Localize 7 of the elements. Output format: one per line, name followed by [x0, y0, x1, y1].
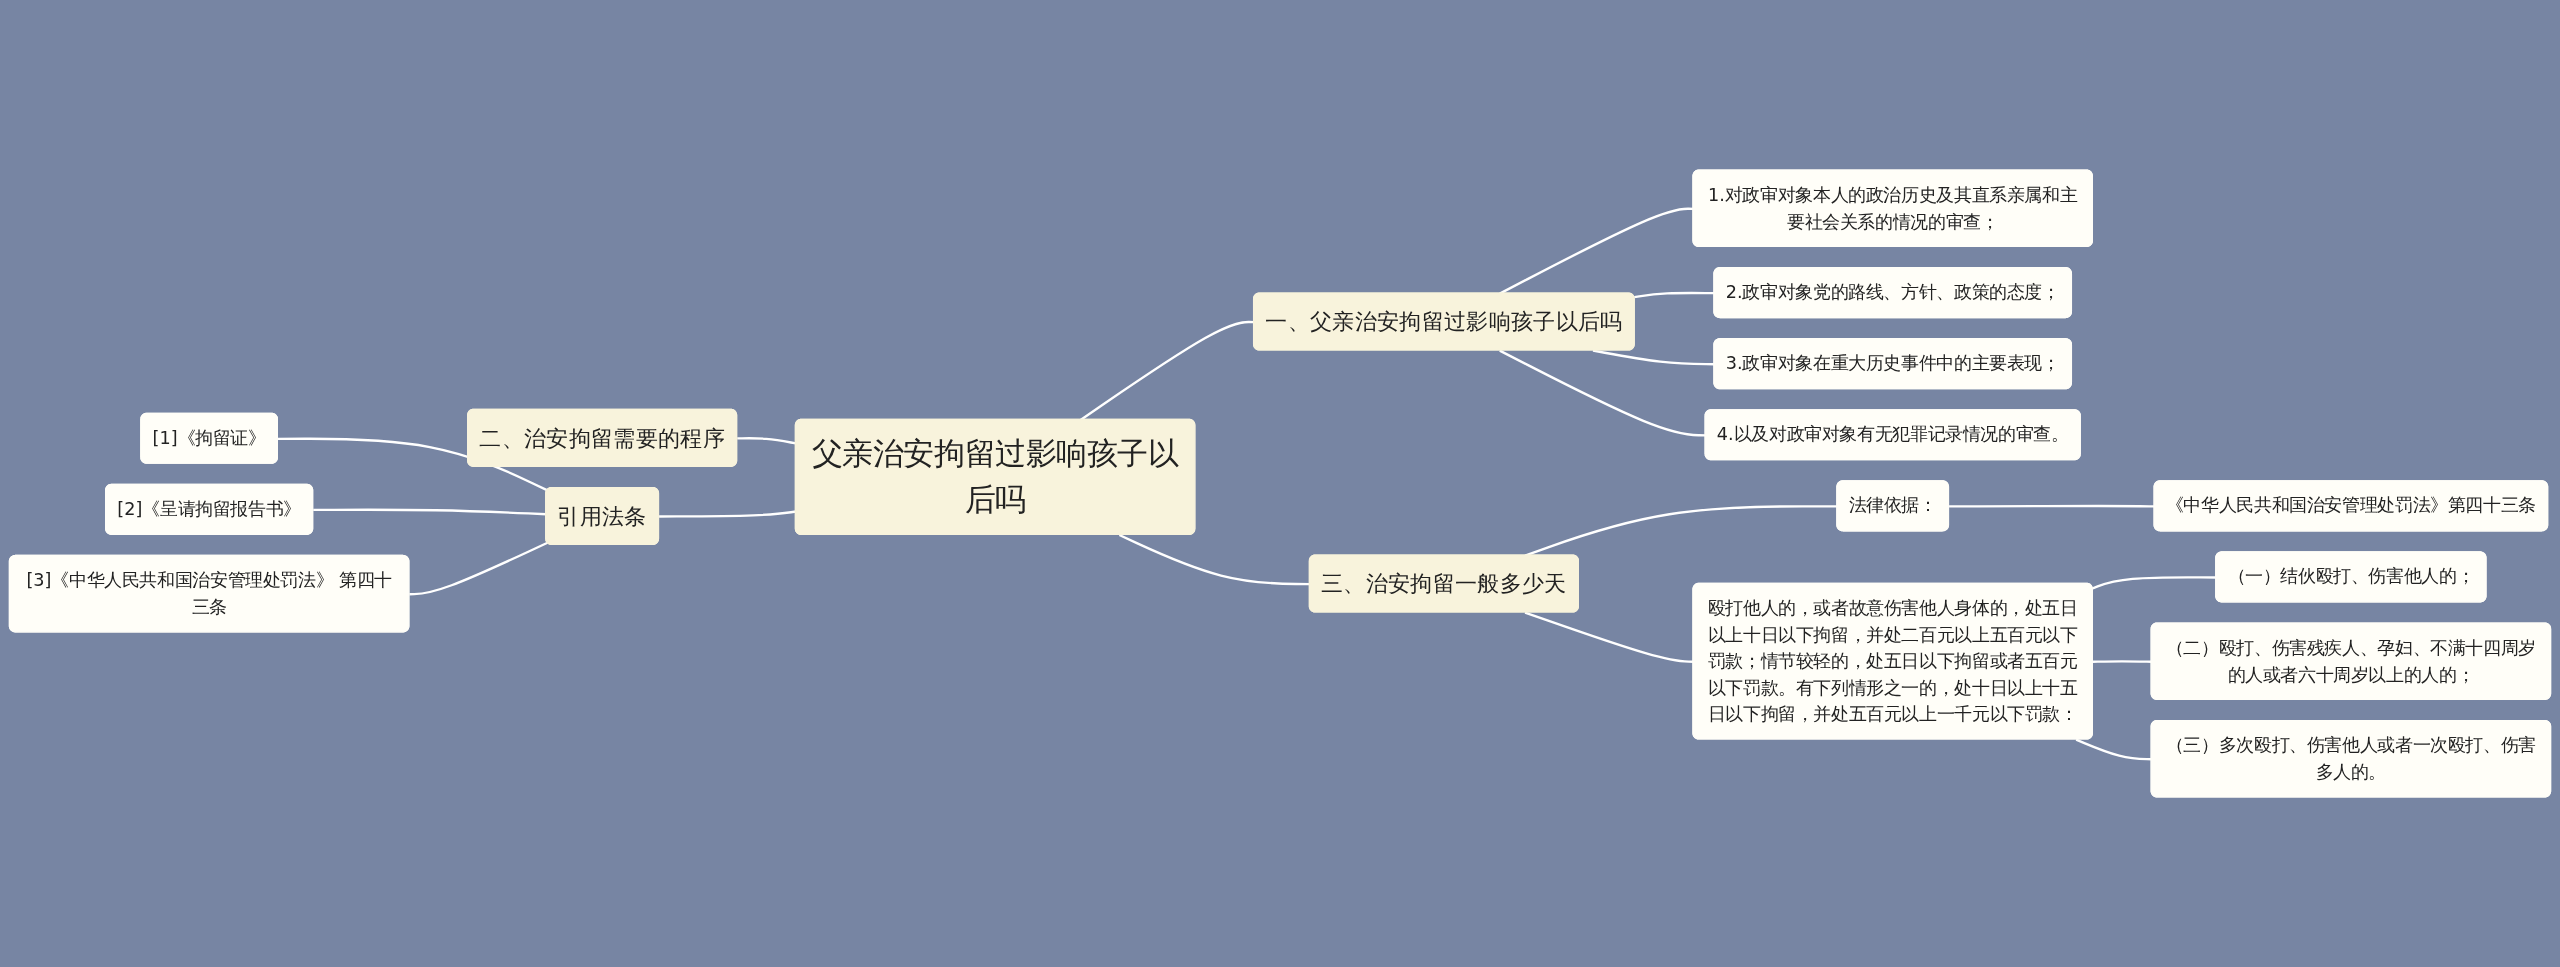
connector [1118, 534, 1310, 586]
connector [2092, 660, 2152, 663]
connector [1949, 504, 2155, 508]
connector [278, 437, 548, 492]
connector [2075, 738, 2152, 761]
connector [409, 541, 548, 596]
connector [1499, 349, 1706, 437]
